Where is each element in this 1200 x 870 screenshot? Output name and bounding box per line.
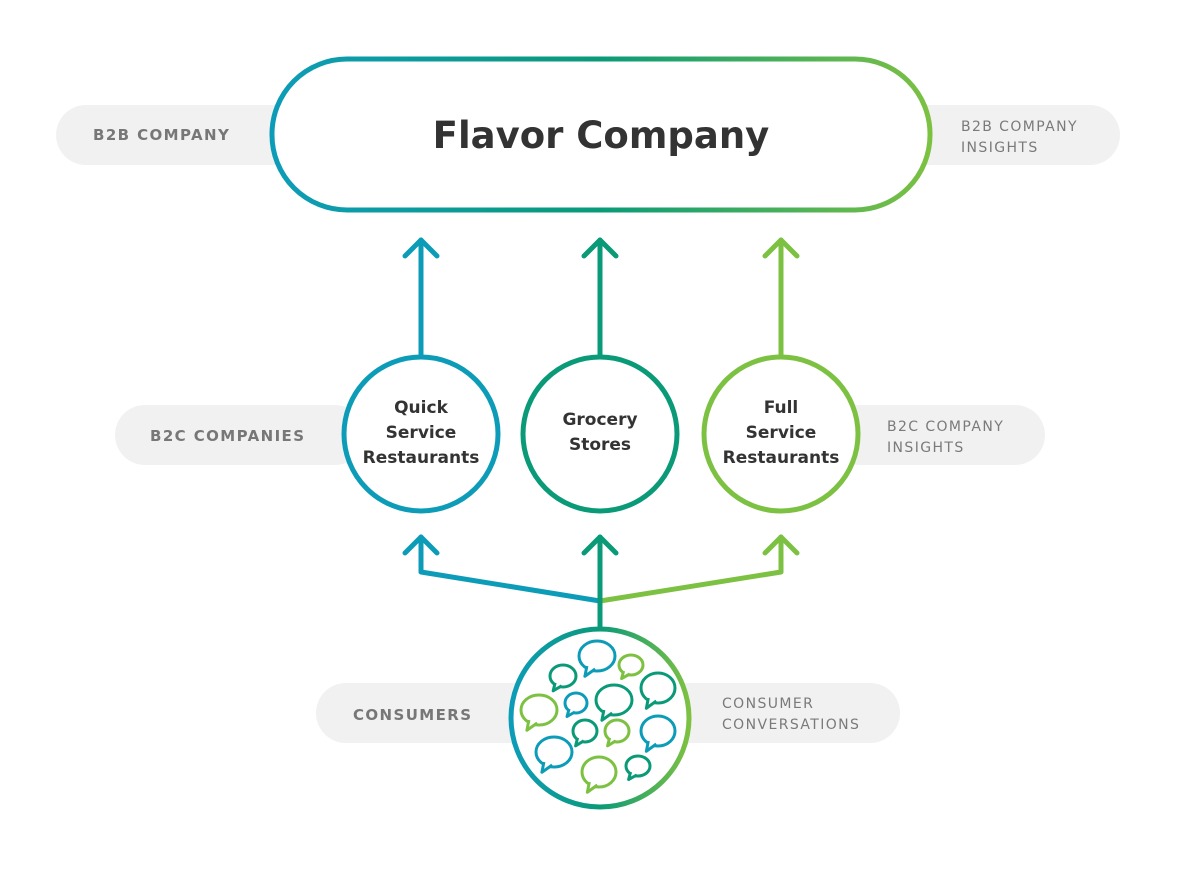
grocery-stores-node: Grocery Stores	[520, 354, 680, 514]
qsr-line1: Quick	[394, 398, 448, 418]
b2c-insights-label-line1: B2C COMPANY	[887, 419, 1004, 435]
speech-bubble-icon	[519, 693, 559, 732]
speech-bubble-icon	[594, 683, 634, 722]
quick-service-restaurants-node: Quick Service Restaurants	[341, 354, 501, 514]
b2b-company-pill: B2B COMPANY	[56, 105, 316, 165]
flavor-company-node: Flavor Company	[269, 56, 933, 213]
speech-bubble-icon	[580, 755, 618, 794]
b2c-insights-label-line2: INSIGHTS	[887, 440, 965, 456]
speech-bubble-icon	[571, 718, 599, 748]
b2c-companies-label: B2C COMPANIES	[150, 427, 305, 445]
fsr-line2: Service	[746, 423, 817, 443]
full-service-restaurants-node: Full Service Restaurants	[701, 354, 861, 514]
arrow-consumers-to-fsr	[597, 534, 800, 604]
speech-bubble-icon	[563, 691, 589, 718]
b2b-company-label: B2B COMPANY	[93, 126, 230, 144]
b2b-insights-label-line2: INSIGHTS	[961, 140, 1039, 156]
speech-bubble-icon	[577, 639, 617, 678]
speech-bubble-icon	[534, 735, 574, 774]
arrow-consumers-to-grocery	[581, 534, 619, 631]
consumers-node	[508, 626, 692, 810]
fsr-line1: Full	[764, 398, 799, 418]
consumers-label: CONSUMERS	[353, 706, 472, 724]
speech-bubbles-icon	[519, 639, 677, 794]
arrow-consumers-to-qsr	[402, 534, 603, 604]
arrow-fsr-to-flavor	[762, 237, 800, 360]
qsr-line2: Service	[386, 423, 457, 443]
arrow-qsr-to-flavor	[402, 237, 440, 360]
consumer-conversations-label-line1: CONSUMER	[722, 696, 814, 712]
speech-bubble-icon	[639, 671, 677, 710]
speech-bubble-icon	[617, 653, 645, 680]
b2c-companies-pill: B2C COMPANIES	[115, 405, 365, 465]
arrow-grocery-to-flavor	[581, 237, 619, 360]
flavor-company-title: Flavor Company	[433, 114, 770, 157]
consumer-conversations-pill: CONSUMER CONVERSATIONS	[650, 683, 900, 743]
speech-bubble-icon	[603, 718, 631, 748]
consumers-pill: CONSUMERS	[316, 683, 556, 743]
speech-bubble-icon	[548, 663, 578, 693]
b2b-insights-pill: B2B COMPANY INSIGHTS	[880, 105, 1120, 165]
fsr-line3: Restaurants	[723, 448, 840, 468]
grocery-line2: Stores	[569, 435, 631, 455]
speech-bubble-icon	[639, 714, 677, 753]
b2c-insights-pill: B2C COMPANY INSIGHTS	[830, 405, 1045, 465]
consumer-conversations-label-line2: CONVERSATIONS	[722, 717, 860, 733]
speech-bubble-icon	[624, 754, 652, 781]
qsr-line3: Restaurants	[363, 448, 480, 468]
b2b-insights-label-line1: B2B COMPANY	[961, 119, 1078, 135]
grocery-line1: Grocery	[562, 410, 637, 430]
